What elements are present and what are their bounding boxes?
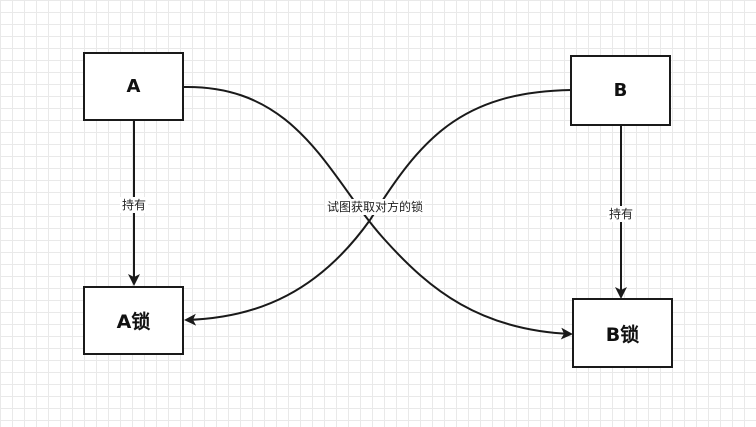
node-a-lock-label: A锁 <box>116 311 151 333</box>
label-b-holds: 持有 <box>607 206 636 222</box>
edge-b-requests-a-lock <box>184 89 572 326</box>
node-b-lock[interactable]: B锁 <box>572 298 673 368</box>
label-a-holds: 持有 <box>120 197 149 213</box>
node-a[interactable]: A <box>83 52 184 121</box>
node-a-lock[interactable]: A锁 <box>83 286 184 355</box>
label-contend: 试图获取对方的锁 <box>325 199 426 215</box>
node-b-label: B <box>613 80 628 101</box>
node-b-lock-label: B锁 <box>605 323 640 346</box>
node-a-label: A <box>126 76 141 97</box>
node-b[interactable]: B <box>570 55 671 126</box>
edge-a-requests-b-lock <box>183 85 573 340</box>
